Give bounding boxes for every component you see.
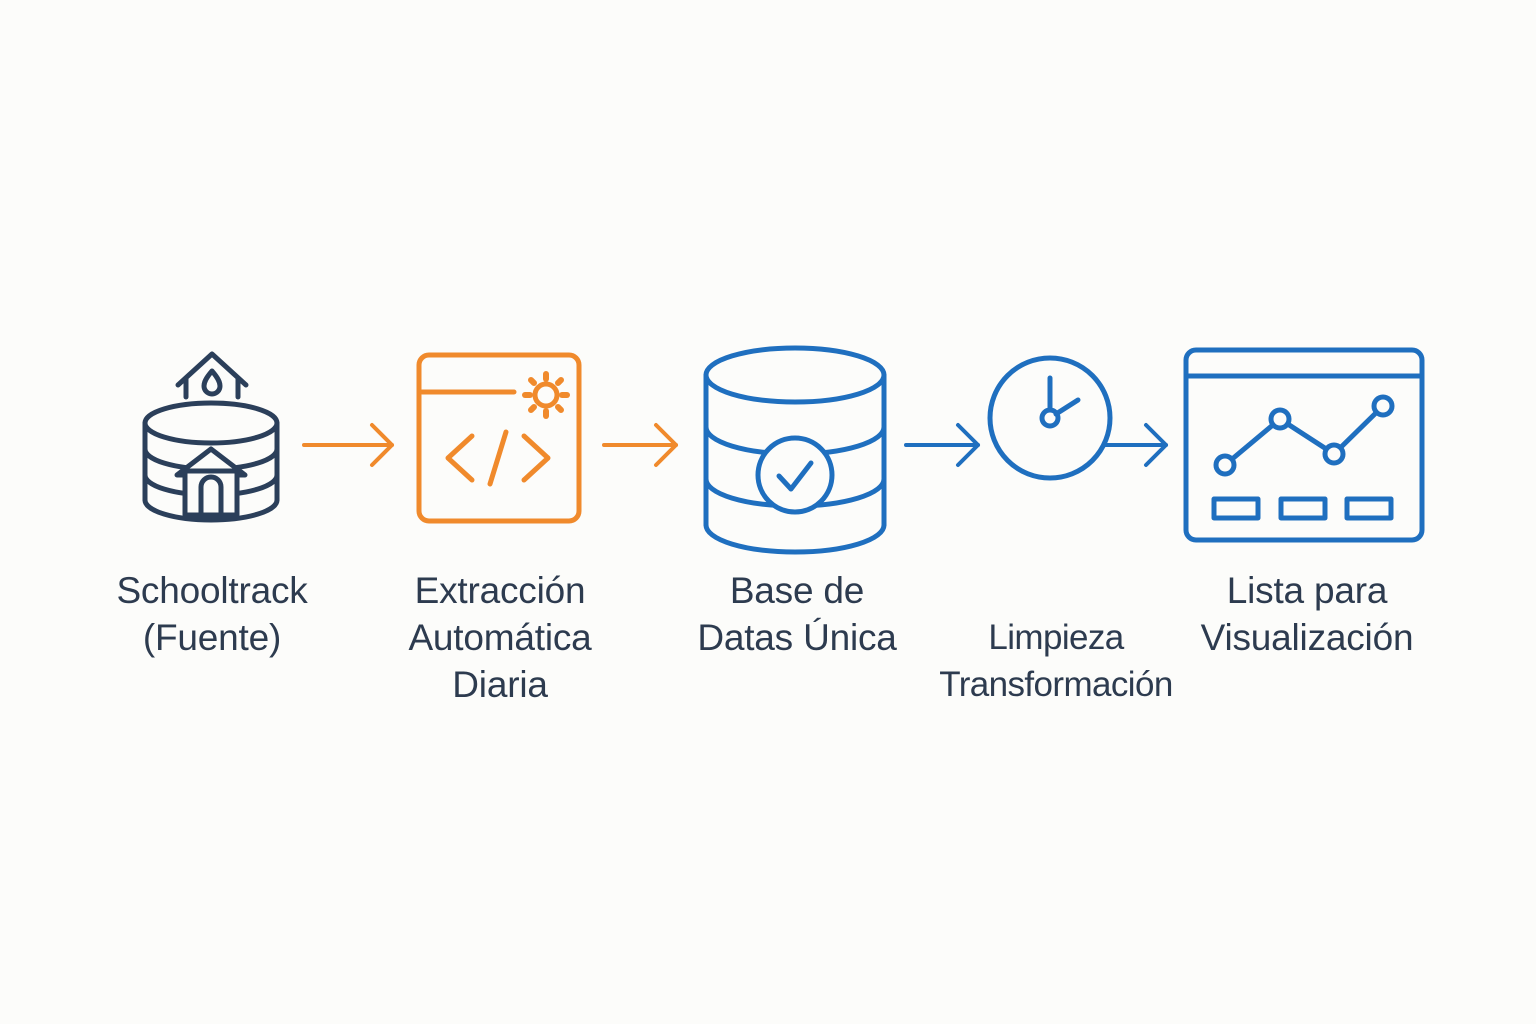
stage-label-visualizacion: Lista para Visualización xyxy=(1180,567,1434,661)
stage-label-base-datos: Base de Datas Única xyxy=(670,567,924,661)
flow-arrow-3 xyxy=(904,423,980,467)
stage-label-line: Visualización xyxy=(1200,617,1414,658)
stage-label-line: Base de xyxy=(729,570,865,611)
stage-label-line: Automática xyxy=(408,617,592,658)
flow-arrow-2 xyxy=(602,423,678,467)
flow-arrow-1 xyxy=(302,423,394,467)
stage-label-line: (Fuente) xyxy=(142,617,282,658)
stage-label-line: Transformación xyxy=(939,665,1173,704)
stage-label-schooltrack: Schooltrack (Fuente) xyxy=(100,567,324,661)
stage-label-line: Datas Única xyxy=(697,617,897,658)
code-window-gear-icon xyxy=(416,352,582,524)
stage-label-line: Schooltrack xyxy=(116,570,308,611)
stage-label-line: Limpieza xyxy=(988,618,1124,657)
stage-label-limpieza: Limpieza Transformación xyxy=(924,614,1188,708)
dashboard-chart-icon xyxy=(1183,347,1425,543)
stage-label-extraccion: Extracción Automática Diaria xyxy=(388,567,612,708)
flow-arrow-4 xyxy=(1102,423,1168,467)
clock-icon xyxy=(987,355,1113,481)
stage-label-line: Extracción xyxy=(414,570,586,611)
database-check-icon xyxy=(703,345,887,555)
stage-label-line: Diaria xyxy=(452,664,548,705)
school-database-icon xyxy=(142,351,280,523)
stage-label-line: Lista para xyxy=(1226,570,1388,611)
